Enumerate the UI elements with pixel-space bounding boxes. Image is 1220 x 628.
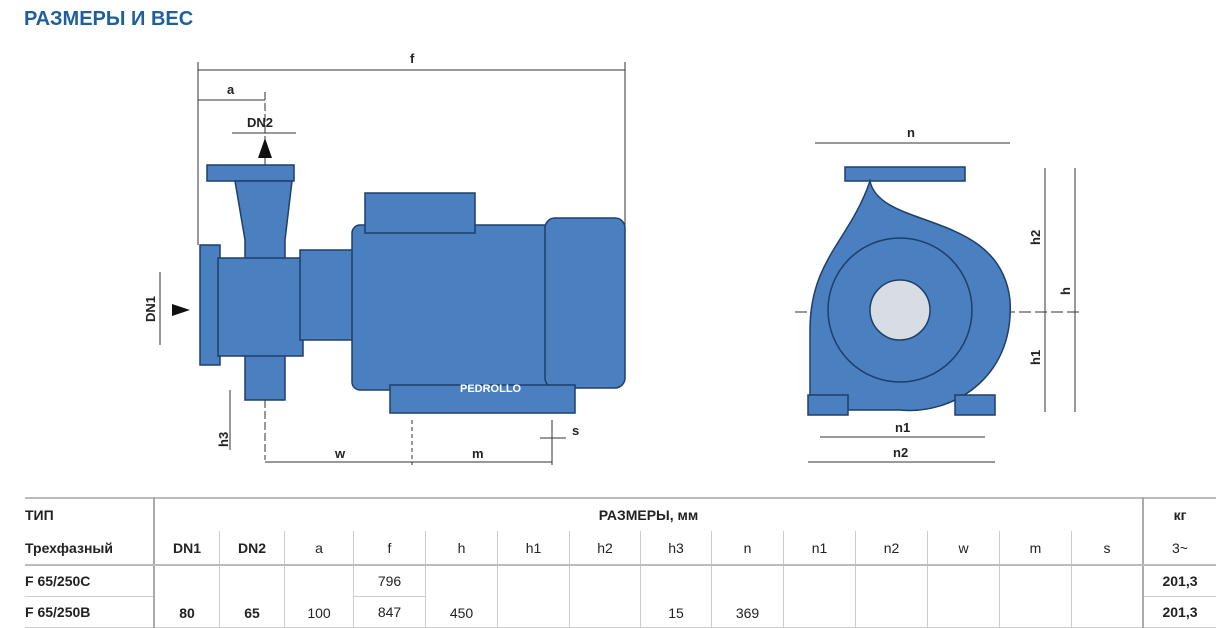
dim-s: s <box>572 423 579 438</box>
type-cell: F 65/250B <box>25 596 155 628</box>
dim-h3: h3 <box>216 432 231 447</box>
pump-dimension-drawing: PEDROLLO f a DN2 DN1 h3 w m s n h2 h h1 … <box>143 51 1080 465</box>
dn1-cell: 80 <box>154 565 220 628</box>
col-s: s <box>1071 531 1143 566</box>
dim-h2: h2 <box>1028 230 1043 245</box>
col-w: w <box>927 531 1000 566</box>
dim-n: n <box>907 125 915 140</box>
dim-n1: n1 <box>895 420 910 435</box>
dim-h1: h1 <box>1028 350 1043 365</box>
col-n2: n2 <box>855 531 928 566</box>
dim-a: a <box>227 82 235 97</box>
dim-n2: n2 <box>893 445 908 460</box>
type-cell: F 65/250C <box>25 565 155 597</box>
col-dn1: DN1 <box>154 531 220 566</box>
dim-f: f <box>410 51 415 66</box>
dim-h: h <box>1058 287 1073 295</box>
a-cell: 100 <box>284 565 354 628</box>
weight-cell: 201,3 <box>1142 596 1216 628</box>
dim-dn2: DN2 <box>247 115 273 130</box>
col-h2: h2 <box>569 531 641 566</box>
dim-m: m <box>472 446 484 461</box>
h3-cell: 15 <box>640 565 712 628</box>
dimensions-table: ТИП РАЗМЕРЫ, мм кг Трехфазный DN1 DN2 a … <box>25 497 1216 628</box>
dims-header: РАЗМЕРЫ, мм <box>598 507 699 523</box>
n-cell: 369 <box>711 565 784 628</box>
type-subheader: Трехфазный <box>25 531 155 566</box>
col-h1: h1 <box>497 531 570 566</box>
weight-header: кг <box>1142 498 1216 531</box>
pedrollo-logo: PEDROLLO <box>460 383 522 395</box>
h-cell: 450 <box>425 565 498 628</box>
col-n: n <box>711 531 784 566</box>
col-f: f <box>353 531 426 566</box>
col-m: m <box>999 531 1072 566</box>
col-dn2: DN2 <box>219 531 285 566</box>
dim-dn1: DN1 <box>143 296 158 322</box>
type-header: ТИП <box>25 498 155 531</box>
table-row: F 65/250C 80 65 100 796 450 15 369 201,3 <box>25 565 1216 628</box>
col-h3: h3 <box>640 531 712 566</box>
f-cell: 796 <box>353 565 426 597</box>
dn2-cell: 65 <box>219 565 285 628</box>
col-n1: n1 <box>783 531 856 566</box>
page-title: РАЗМЕРЫ И ВЕС <box>24 8 194 30</box>
dim-w: w <box>334 446 346 461</box>
f-cell: 847 <box>353 596 426 628</box>
weight-subheader: 3~ <box>1142 531 1216 566</box>
col-a: a <box>284 531 354 566</box>
col-h: h <box>425 531 498 566</box>
weight-cell: 201,3 <box>1142 565 1216 597</box>
table-row: F 65/250B 847 201,3 <box>25 596 1216 628</box>
